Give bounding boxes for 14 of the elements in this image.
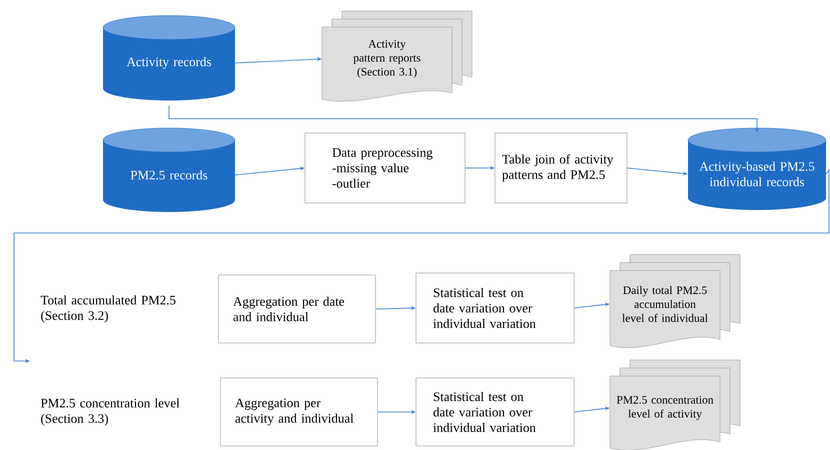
document-stack: Activity pattern reports (Section 3.1) [322,10,472,102]
section-label: Total accumulated PM2.5 (Section 3.2) [40,295,176,323]
process-box: Statistical test on date variation over individual variation [416,378,574,446]
document-stack: Daily total PM2.5 accumulation level of individual [610,254,740,348]
process-box: Data preprocessing -missing value -outlier [304,132,466,204]
process-box: Aggregation per date and individual [218,274,376,344]
process-box: Aggregation per activity and individual [220,378,378,446]
process-box: Statistical test on date variation over individual variation [416,272,574,344]
database-cylinder: Activity records [102,15,236,100]
database-cylinder: PM2.5 records [102,128,236,212]
section-label: PM2.5 concentration level (Section 3.3) [40,398,180,426]
database-cylinder: Activity-based PM2.5 individual records [688,128,826,210]
process-box: Table join of activity patterns and PM2.5 [494,132,628,204]
document-stack: PM2.5 concentration level of activity [610,360,740,450]
